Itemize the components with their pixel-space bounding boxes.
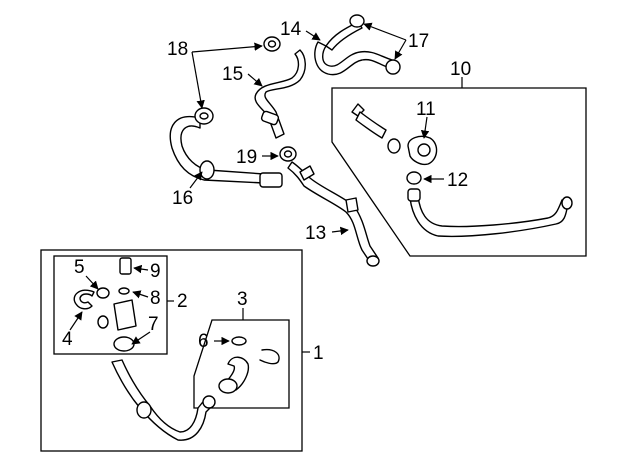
housing-11-port <box>417 143 431 157</box>
clamp-17-lower <box>385 59 401 75</box>
oring-2 <box>97 315 109 329</box>
callout-1: 1 <box>313 343 324 364</box>
hose-1-end <box>202 395 216 409</box>
callout-5: 5 <box>74 257 85 278</box>
hose-1 <box>111 359 215 441</box>
oring-6 <box>231 336 247 346</box>
leader-18a <box>191 42 263 53</box>
callout-13: 13 <box>305 223 326 244</box>
assembly-3-frame <box>193 319 290 409</box>
clamp-7 <box>113 336 135 352</box>
leader-7 <box>131 331 151 345</box>
hose-13-mount <box>345 197 359 213</box>
ring-5 <box>96 287 110 299</box>
callout-4: 4 <box>62 329 73 350</box>
assembly-1-frame <box>40 249 303 452</box>
hose-10-short <box>355 111 387 139</box>
callout-2: 2 <box>177 291 188 312</box>
leader-4 <box>69 311 83 331</box>
clamp-19-inner <box>283 150 293 158</box>
leader-9 <box>133 264 149 274</box>
hose-15-fitting <box>260 110 280 126</box>
callout-9: 9 <box>150 261 161 282</box>
hose-10-end <box>561 196 573 210</box>
leader-16 <box>189 171 203 189</box>
leader-18b <box>191 51 205 109</box>
callout-19: 19 <box>236 147 257 168</box>
hose-14-upper-end <box>325 21 363 51</box>
hose-16-clamp <box>199 160 215 180</box>
hose-1-clamp <box>136 401 152 419</box>
leader-8 <box>132 290 149 299</box>
callout-11: 11 <box>416 99 436 120</box>
clamp-10-mid <box>387 138 401 154</box>
leader-17b <box>394 39 407 60</box>
hose-13 <box>287 161 379 263</box>
callout-18: 18 <box>167 39 188 60</box>
clamp-17-upper <box>349 14 365 28</box>
hose-13-bracket <box>299 165 315 181</box>
callout-14: 14 <box>280 19 302 40</box>
callout-17: 17 <box>408 31 429 52</box>
hose-13-end <box>366 255 380 267</box>
callout-15: 15 <box>222 64 243 85</box>
assembly-2-frame <box>53 255 168 355</box>
clip-3 <box>259 348 280 365</box>
hose-15 <box>254 49 306 139</box>
tee-connector <box>113 299 137 331</box>
hose-10-long <box>409 195 569 238</box>
leader-15 <box>247 73 263 87</box>
callout-12: 12 <box>447 170 468 191</box>
clamp-3 <box>218 378 238 394</box>
clamp-12 <box>406 171 422 185</box>
callout-7: 7 <box>148 314 159 335</box>
callout-10: 10 <box>450 59 471 80</box>
leader-13 <box>331 226 349 236</box>
clamp-18-lower-inner <box>199 112 209 120</box>
ring-8 <box>118 287 130 295</box>
clamp-18-upper-inner <box>267 40 277 48</box>
callout-16: 16 <box>172 188 193 209</box>
leader-11 <box>420 116 430 139</box>
callout-3: 3 <box>237 289 248 310</box>
hose-10-fitting <box>407 188 421 202</box>
assembly-10-frame <box>331 87 587 257</box>
leader-17a <box>363 22 407 41</box>
hose-16-fitting <box>259 172 283 188</box>
clip-4 <box>73 289 95 310</box>
leader-14 <box>305 30 321 41</box>
callout-8: 8 <box>150 288 161 309</box>
leader-5 <box>85 275 99 290</box>
callout-6: 6 <box>198 331 209 352</box>
valve-9 <box>119 257 132 275</box>
